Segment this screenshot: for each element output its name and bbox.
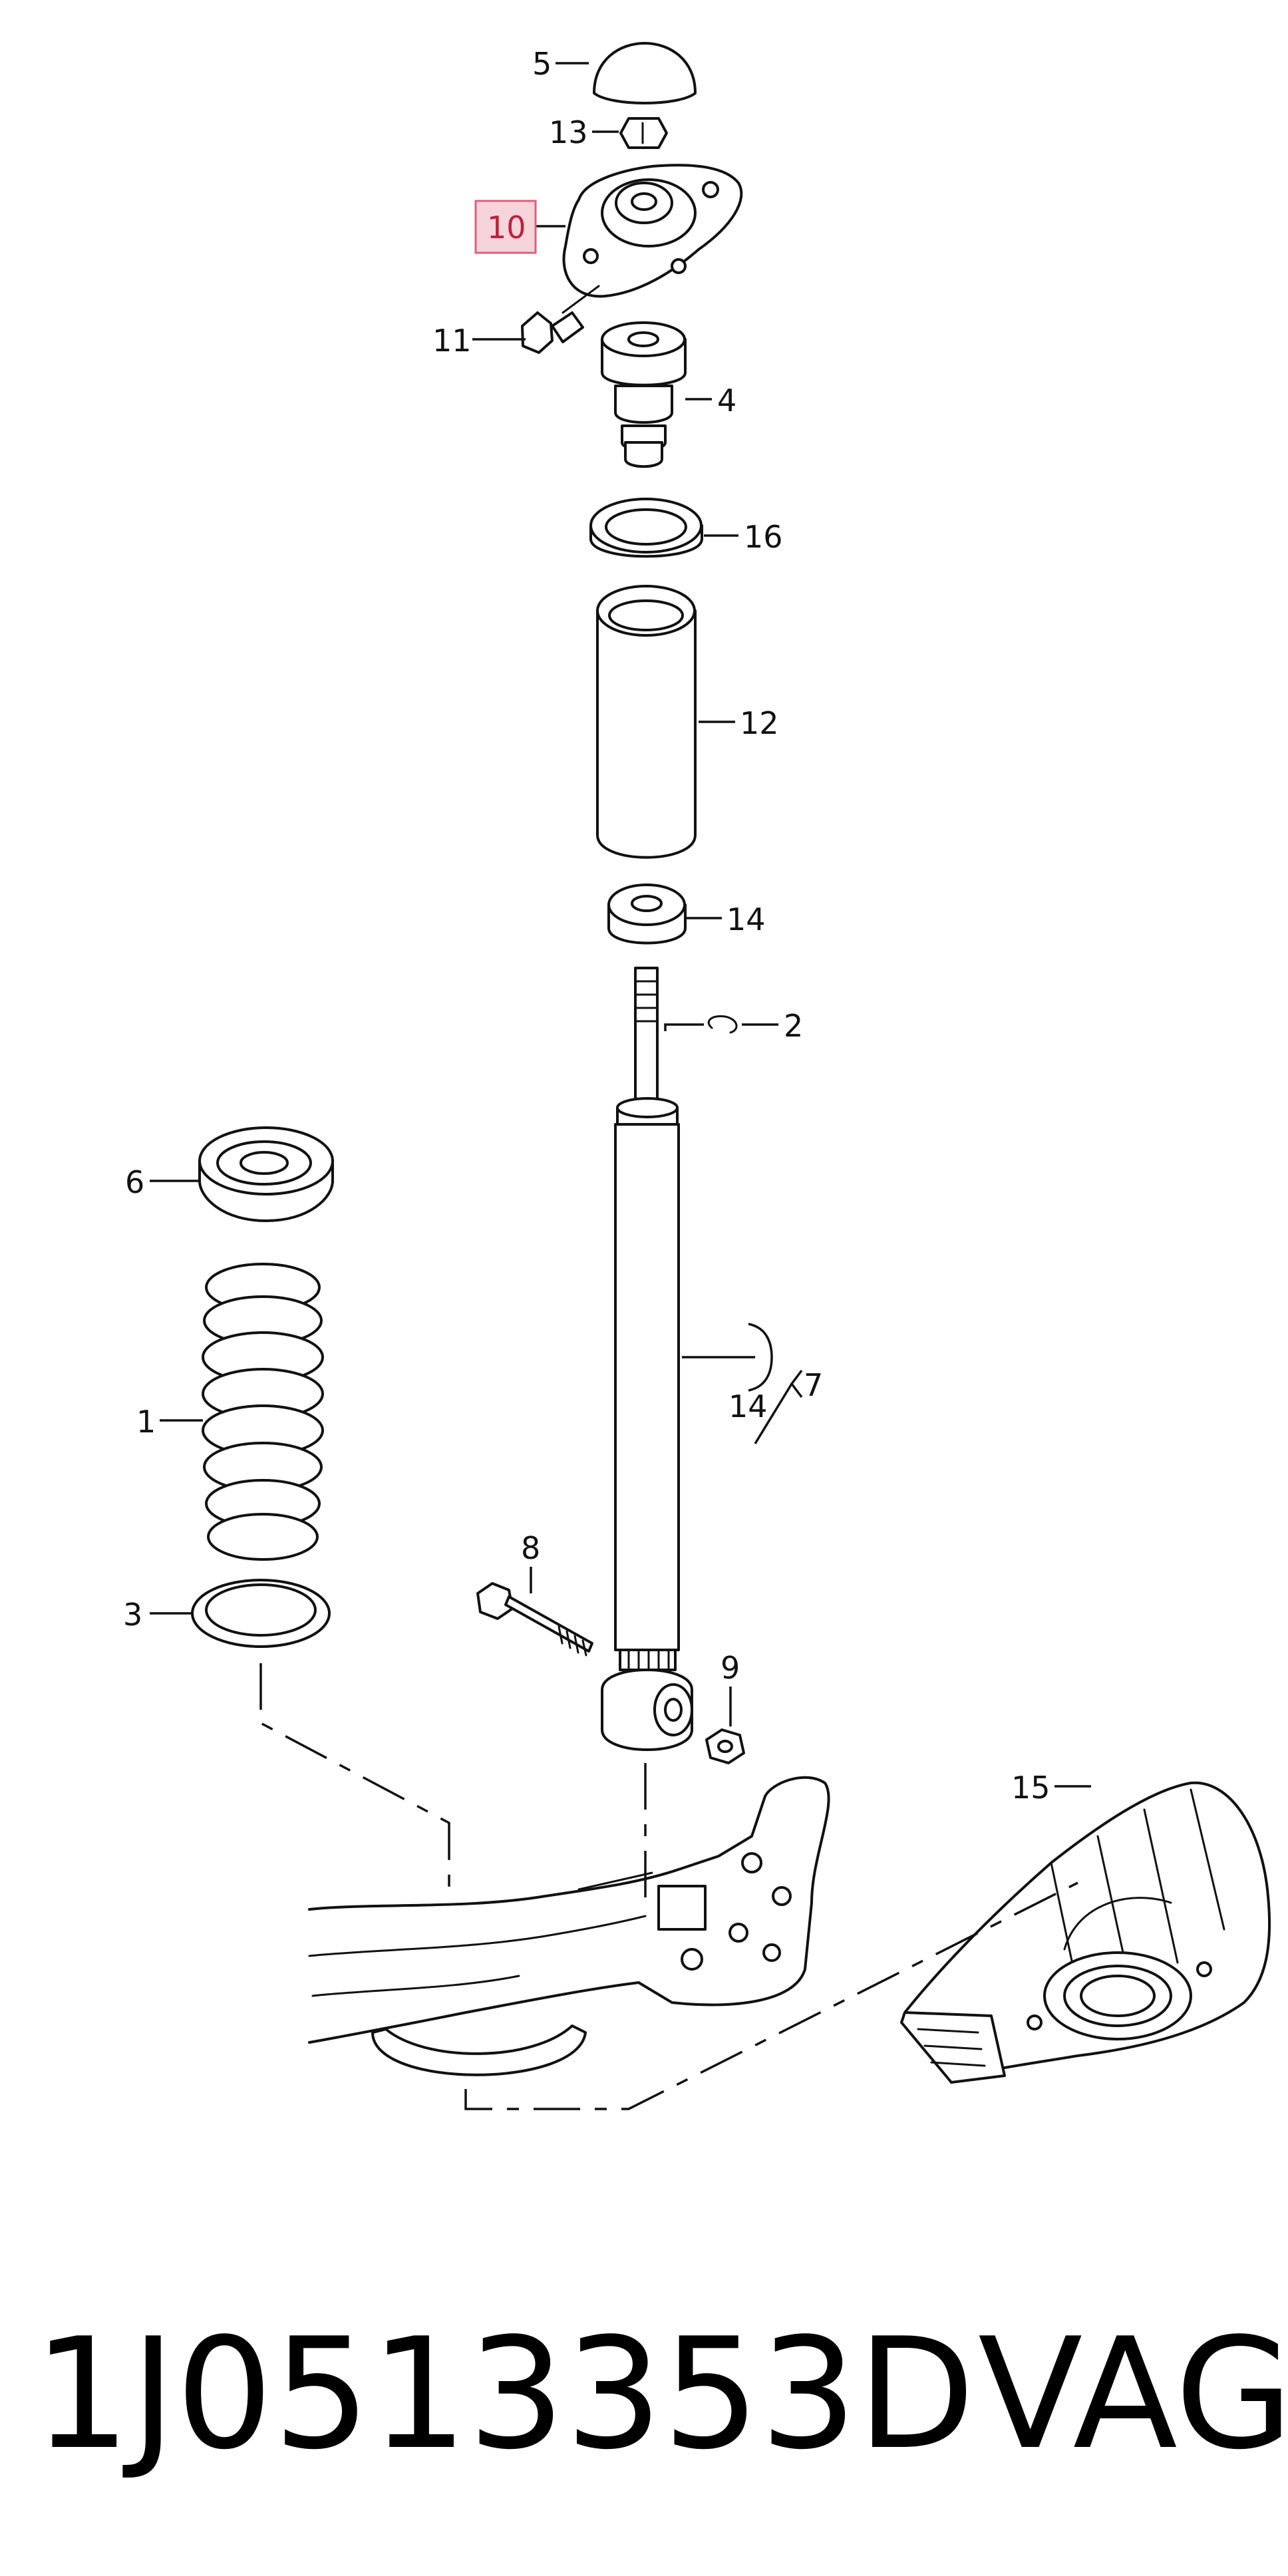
callout-15[interactable]: 15 [1011,1770,1050,1806]
callout-2[interactable]: 2 [784,1008,803,1044]
part-9-nut[interactable] [705,1728,745,1764]
part-15-bracket[interactable] [900,1781,1271,2084]
footer: 1J0513353D VAG [33,2302,1288,2488]
part-2-circlip[interactable] [707,1015,738,1034]
callout-11[interactable]: 11 [432,323,472,359]
callout-3[interactable]: 3 [123,1597,142,1633]
callout-14-kit[interactable]: 14 [728,1388,768,1424]
part-13-nut[interactable] [619,117,668,149]
callout-4[interactable]: 4 [717,383,736,418]
callout-7[interactable]: 7 [804,1367,823,1403]
part-11-bolt[interactable] [521,285,600,354]
part-14-buffer-ring[interactable] [607,884,687,945]
part-8-bolt[interactable] [476,1582,593,1657]
part-10-strut-mount[interactable] [562,164,743,298]
callout-9[interactable]: 9 [721,1650,740,1686]
leader-lines [150,62,1091,1788]
part-1-coil-spring[interactable] [202,1263,324,1561]
part-number: 1J0513353D [33,2306,975,2484]
part-5-dust-cap[interactable] [593,42,697,104]
part-3-lower-seat[interactable] [191,1579,331,1648]
callout-13[interactable]: 13 [549,114,588,150]
part-16-seat-ring[interactable] [589,498,703,558]
highlight-box-10 [474,200,537,254]
rear-axle-beam [308,1776,830,2076]
part-6-spring-seat[interactable] [198,1126,334,1222]
callout-1[interactable]: 1 [136,1404,156,1440]
part-12-protective-sleeve[interactable] [596,585,697,859]
callout-8[interactable]: 8 [521,1530,540,1566]
callout-6[interactable]: 6 [125,1164,144,1200]
assembly-lines [259,1663,1078,2110]
part-4-bump-stop[interactable] [601,321,687,468]
callout-12[interactable]: 12 [740,705,779,741]
callout-14-buffer[interactable]: 14 [726,901,766,937]
part-7-shock-absorber[interactable] [601,967,693,1751]
callout-16[interactable]: 16 [744,519,783,555]
callout-labels: 5 13 10 11 4 16 12 14 2 6 1 14 7 8 3 9 1… [123,46,1050,1806]
brand-label: VAG [978,2306,1288,2484]
callout-10[interactable]: 10 [487,210,526,245]
callout-5[interactable]: 5 [532,46,552,82]
